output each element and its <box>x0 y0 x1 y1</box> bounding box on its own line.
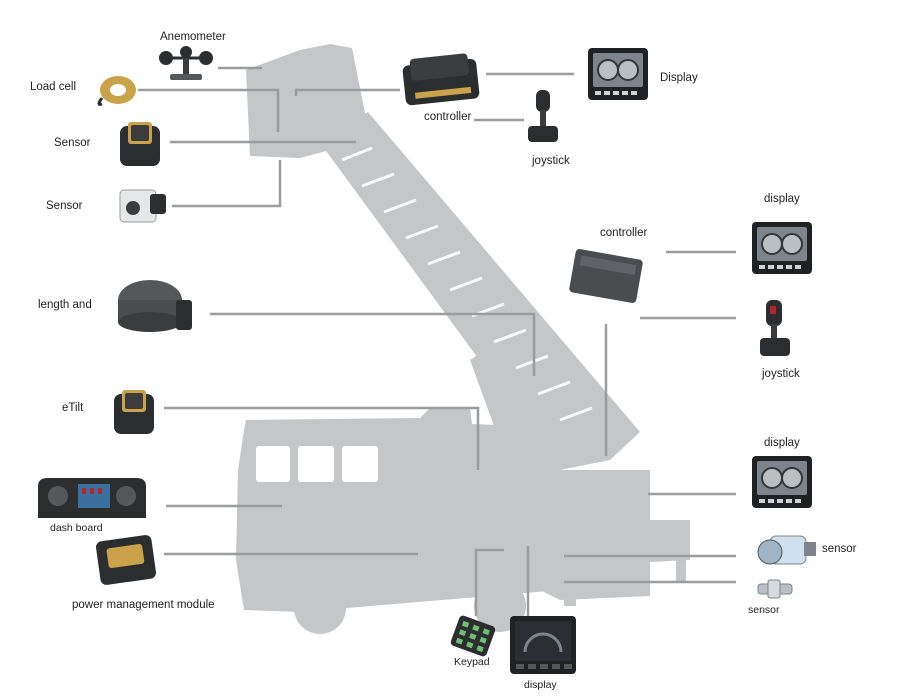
label-controller-right: controller <box>600 227 648 239</box>
crane-truck-silhouette <box>236 44 690 634</box>
label-dash-board: dash board <box>50 522 103 534</box>
label-joystick-top: joystick <box>532 155 570 167</box>
truck-cab <box>236 408 562 612</box>
sensor-1-device <box>120 122 160 166</box>
keypad-device <box>450 615 496 657</box>
label-sensor-right-1: sensor <box>822 543 857 555</box>
sensor-right-1-device <box>757 535 816 565</box>
label-display-right-1: display <box>764 193 800 205</box>
label-display-top: Display <box>660 72 698 84</box>
label-sensor-right-2: sensor <box>748 604 780 616</box>
sensor-right-2-device <box>757 579 793 599</box>
label-display-bottom: display <box>524 679 557 691</box>
power-module-device <box>95 535 157 585</box>
label-etilt: eTilt <box>62 402 84 414</box>
connector-lines <box>138 66 736 616</box>
joystick-right-device <box>760 300 790 356</box>
label-sensor-2: Sensor <box>46 200 83 212</box>
label-keypad: Keypad <box>454 656 490 668</box>
joystick-top-device <box>528 90 558 142</box>
display-right-2-device <box>751 455 813 509</box>
label-joystick-right: joystick <box>762 368 800 380</box>
outrigger-rear <box>676 560 686 582</box>
truck-body <box>540 470 690 600</box>
label-load-cell: Load cell <box>30 81 77 93</box>
anemometer-device <box>159 46 213 80</box>
etilt-device <box>114 390 154 434</box>
length-angle-device <box>118 280 192 332</box>
ladder-rungs <box>341 146 593 422</box>
load-cell-device <box>97 76 136 106</box>
dashboard-device <box>38 478 146 518</box>
label-controller-top: controller <box>424 111 472 123</box>
label-length-angle: length and <box>38 299 92 311</box>
outrigger-front <box>564 580 576 606</box>
cab-windows <box>256 446 378 482</box>
display-top-device <box>587 47 649 101</box>
label-display-right-2: display <box>764 437 800 449</box>
label-sensor-1: Sensor <box>54 137 91 149</box>
controller-top-device <box>402 53 480 106</box>
label-anemometer: Anemometer <box>160 31 226 43</box>
sensor-2-device <box>119 189 166 223</box>
display-right-1-device <box>751 221 813 275</box>
display-bottom-device <box>510 616 576 674</box>
controller-right-device <box>569 249 643 303</box>
basket-platform <box>246 44 366 158</box>
front-wheel <box>294 582 346 634</box>
label-power-module: power management module <box>72 599 215 611</box>
